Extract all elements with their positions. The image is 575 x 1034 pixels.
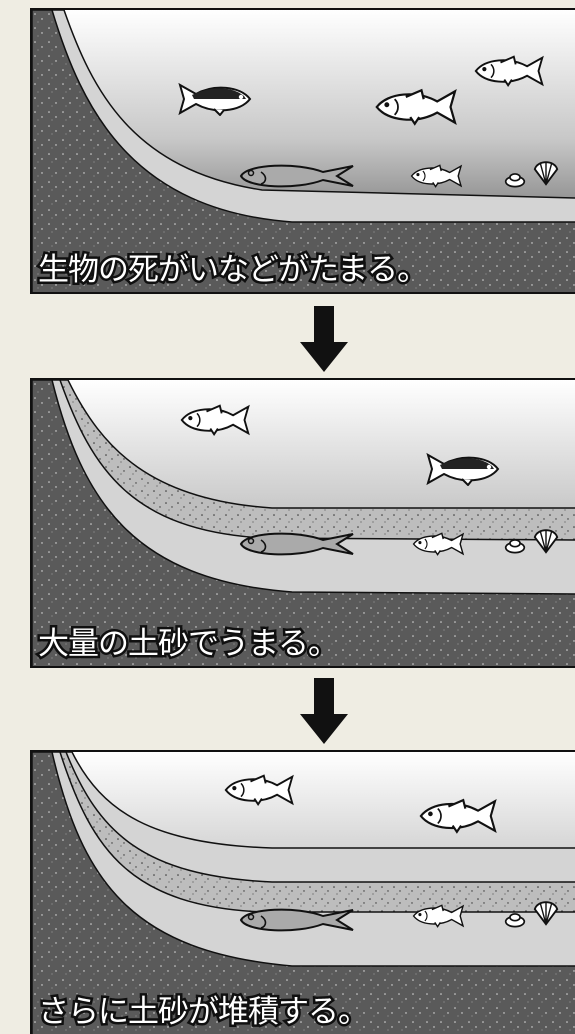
caption: 生物の死がいなどがたまる。 bbox=[35, 252, 430, 288]
dead-fish bbox=[240, 164, 354, 188]
panel-3-scene bbox=[32, 752, 575, 1034]
dead-fish bbox=[240, 908, 354, 932]
caption: 大量の土砂でうまる。 bbox=[36, 626, 342, 662]
caption: さらに土砂が堆積する。 bbox=[36, 994, 372, 1030]
panel-1-scene bbox=[32, 10, 575, 292]
panel-2-scene bbox=[32, 380, 575, 666]
panel-2: 大量の土砂でうまる。 bbox=[30, 378, 575, 668]
panel-3: さらに土砂が堆積する。 bbox=[30, 750, 575, 1034]
down-arrow-icon bbox=[300, 678, 348, 744]
seabed bbox=[32, 380, 575, 666]
dead-fish bbox=[240, 532, 354, 556]
down-arrow-icon bbox=[300, 306, 348, 372]
seabed bbox=[32, 752, 575, 1034]
panel-1: 生物の死がいなどがたまる。 bbox=[30, 8, 575, 294]
seabed bbox=[32, 10, 575, 292]
